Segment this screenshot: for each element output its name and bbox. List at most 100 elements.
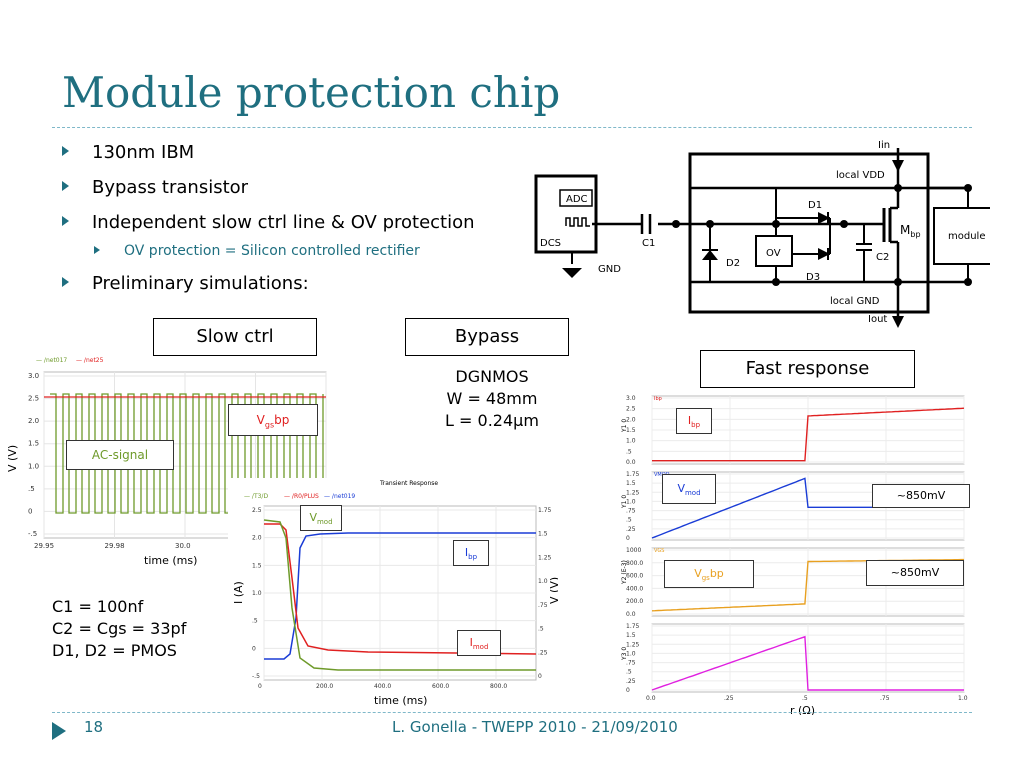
plot3-ytick: .5 xyxy=(626,669,632,676)
bypass-label-box: Bypass xyxy=(405,318,569,356)
plot1-ytick: .5 xyxy=(28,485,35,493)
protection-schematic: Iin local VDD ADC DCS C1 GND D1 D2 D3 OV… xyxy=(534,140,990,328)
plot3-ytick: 2.5 xyxy=(626,406,636,413)
plot2-ytick-right: .75 xyxy=(538,602,548,609)
transient-response-plot: Transient Response — /T3/D — /R0/PLUS — … xyxy=(228,478,558,706)
adc-label: ADC xyxy=(566,194,588,205)
plot3-legend: Ibp xyxy=(654,396,662,402)
legend-r0plus: — /R0/PLUS xyxy=(284,493,319,500)
plot3-ytick: .5 xyxy=(626,448,632,455)
fast-vgs-annotation: Vgsbp xyxy=(664,560,754,588)
plot2-title: Transient Response xyxy=(379,480,438,487)
plot2-ytick-right: 1.75 xyxy=(538,507,552,514)
plot1-ytick: 1.0 xyxy=(28,462,39,470)
plot2-ytick-right: .5 xyxy=(538,626,544,633)
page-number: 18 xyxy=(84,718,104,736)
plot3-legend: VGS xyxy=(654,548,664,554)
dcs-box xyxy=(534,174,598,254)
component-values: C1 = 100nf C2 = Cgs = 33pf D1, D2 = PMOS xyxy=(52,596,186,662)
ibp-annotation: Ibp xyxy=(453,540,489,566)
bullet-text: Bypass transistor xyxy=(92,177,249,198)
ibp-trace xyxy=(264,532,536,660)
plot2-ytick-left: 0 xyxy=(252,645,256,652)
plot2-xtick: 400.0 xyxy=(374,683,391,690)
plot1-xtick: 29.95 xyxy=(34,542,54,550)
footer-arrow-icon xyxy=(52,722,66,740)
plot3-ylabel: Y2 (E-3) xyxy=(621,560,628,585)
plot2-ytick-right: 1.25 xyxy=(538,554,552,561)
plot2-xtick: 600.0 xyxy=(432,683,449,690)
fast-ibp-annotation: Ibp xyxy=(676,408,712,434)
plot2-ytick-right: .25 xyxy=(538,649,548,656)
ov-label: OV xyxy=(766,248,781,259)
footer-text: L. Gonella - TWEPP 2010 - 21/09/2010 xyxy=(392,718,678,736)
plot2-ytick-left: 2.0 xyxy=(252,535,262,542)
vgs-annotation: Vgsbp xyxy=(228,404,318,436)
legend-net019: — /net019 xyxy=(324,493,355,500)
footer-divider xyxy=(52,712,972,713)
length-text: L = 0.24µm xyxy=(445,411,539,430)
vmod-annotation: Vmod xyxy=(300,505,342,531)
plot3-ytick: .25 xyxy=(626,678,636,685)
sub-bullet-item: OV protection = Silicon controlled recti… xyxy=(62,243,522,259)
width-text: W = 48mm xyxy=(446,389,538,408)
plot1-ytick: -.5 xyxy=(28,530,37,538)
legend-net017: — /net017 xyxy=(36,357,67,364)
plot3-ytick: 1.0 xyxy=(626,438,636,445)
plot1-ytick: 3.0 xyxy=(28,372,39,380)
plot3-ytick: .5 xyxy=(626,517,632,524)
plot2-ytick-left: .5 xyxy=(252,618,258,625)
fast-response-label-box: Fast response xyxy=(700,350,915,388)
plot3-ytick: 1.5 xyxy=(626,427,636,434)
plot3-ytick: 1.5 xyxy=(626,480,636,487)
iin-label: Iin xyxy=(878,140,890,151)
mv-annotation-2: ~850mV xyxy=(866,560,964,586)
plot3-ytick: 0.0 xyxy=(626,611,636,618)
slide-title: Module protection chip xyxy=(62,68,561,117)
plot2-ytick-left: 2.5 xyxy=(252,507,262,514)
plot1-ylabel: V (V) xyxy=(8,445,19,472)
c1-value: C1 = 100nf xyxy=(52,597,144,616)
iout-label: Iout xyxy=(868,314,887,325)
plot2-ylabel-left: I (A) xyxy=(232,581,245,604)
plot1-ytick: 1.5 xyxy=(28,440,39,448)
plot3-ytick: .75 xyxy=(626,508,636,515)
fast-response-plot: 3.02.52.01.51.0.50.0Y1 0Ibp1.751.51.251.… xyxy=(621,395,968,715)
bullet-list: 130nm IBM Bypass transistor Independent … xyxy=(62,142,522,308)
m-label: Mbp xyxy=(900,223,921,239)
vmod-trace xyxy=(263,519,536,671)
plot3-xtick: .25 xyxy=(724,695,734,702)
plot3-ytick: 400.0 xyxy=(626,585,643,592)
plot3-ytick: 1.25 xyxy=(626,489,640,496)
plot3-ytick: .75 xyxy=(626,660,636,667)
plot2-xtick: 800.0 xyxy=(490,683,507,690)
plot3-ytick: 600.0 xyxy=(626,573,643,580)
imod-annotation: Imod xyxy=(457,630,501,656)
plot3-ylabel: Y1 0 xyxy=(621,495,628,509)
plot2-ytick-left: 1.0 xyxy=(252,590,262,597)
dcs-label: DCS xyxy=(540,238,561,249)
d3-label: D3 xyxy=(806,272,820,283)
local-vdd-label: local VDD xyxy=(836,170,885,181)
bullet-arrow-icon xyxy=(62,216,69,226)
plot2-ytick-left: 1.5 xyxy=(252,562,262,569)
bullet-item: 130nm IBM xyxy=(62,142,522,163)
c2-label: C2 xyxy=(876,252,889,263)
plot3-ytick: 0 xyxy=(626,535,630,542)
bullet-arrow-icon xyxy=(62,277,69,287)
plot1-xtick: 29.98 xyxy=(105,542,125,550)
plot3-ytick: 1.25 xyxy=(626,641,640,648)
plot2-xlabel: time (ms) xyxy=(374,694,427,706)
plot3-ytick: 1.75 xyxy=(626,623,640,630)
plot3-trace xyxy=(651,635,964,691)
fast-vmod-annotation: Vmod xyxy=(662,474,716,504)
diode-type: D1, D2 = PMOS xyxy=(52,641,177,660)
bullet-text: 130nm IBM xyxy=(92,142,195,163)
plot2-ylabel-right: V (V) xyxy=(548,577,558,604)
plot3-ytick: 1.0 xyxy=(626,650,636,657)
module-label: module xyxy=(948,231,985,242)
bullet-item: Bypass transistor xyxy=(62,177,522,198)
plot3-xtick: 1.0 xyxy=(958,695,968,702)
